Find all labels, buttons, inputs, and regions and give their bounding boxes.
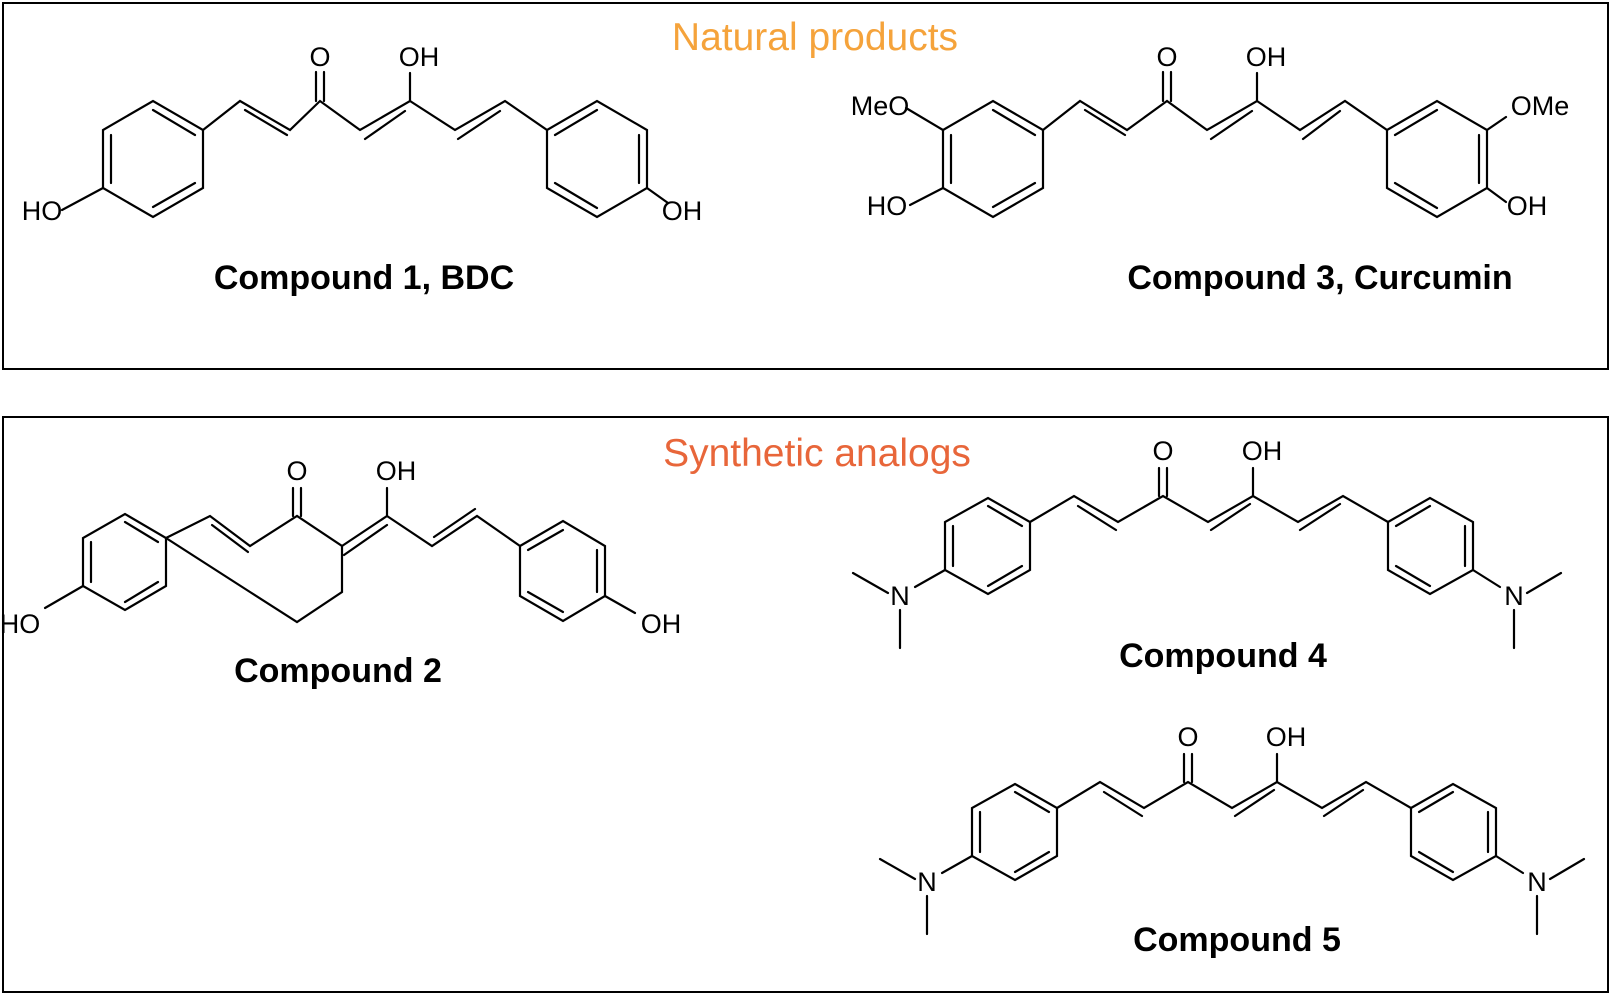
compound-2-carbonyl-o: O bbox=[286, 456, 307, 486]
compound-5-name: Compound 5 bbox=[1133, 921, 1341, 959]
synthetic-analogs-title: Synthetic analogs bbox=[663, 432, 971, 475]
compound-3-structure bbox=[904, 70, 1508, 219]
compound-3-right-oh: OH bbox=[1507, 191, 1548, 221]
natural-products-title: Natural products bbox=[672, 16, 958, 59]
compound-1-structure bbox=[60, 70, 670, 219]
compound-5-right-n: N bbox=[1527, 867, 1547, 897]
compound-3-left-meo: MeO bbox=[851, 91, 910, 121]
compound-4-carbonyl-o: O bbox=[1152, 436, 1173, 466]
compound-2-enol-oh: OH bbox=[376, 456, 417, 486]
compound-5-left-n: N bbox=[917, 867, 937, 897]
compound-1-name: Compound 1, BDC bbox=[214, 259, 514, 297]
compound-1-left-ho: HO bbox=[22, 196, 63, 226]
compound-3-right-ome: OMe bbox=[1511, 91, 1570, 121]
compound-3-left-ho: HO bbox=[867, 191, 908, 221]
compound-4-right-n: N bbox=[1504, 581, 1524, 611]
compound-4-left-n: N bbox=[890, 581, 910, 611]
natural-products-panel bbox=[2, 2, 1609, 370]
compound-5-carbonyl-o: O bbox=[1177, 722, 1198, 752]
compound-2-right-oh: OH bbox=[641, 609, 682, 639]
compound-2-left-ho: HO bbox=[0, 609, 40, 639]
compound-4-enol-oh: OH bbox=[1242, 436, 1283, 466]
compound-5-structure bbox=[878, 752, 1586, 936]
compound-1-carbonyl-o: O bbox=[309, 42, 330, 72]
compound-3-name: Compound 3, Curcumin bbox=[1127, 259, 1512, 297]
compound-1-enol-oh: OH bbox=[399, 42, 440, 72]
compound-1-right-oh: OH bbox=[662, 196, 703, 226]
compound-2-structure bbox=[43, 486, 637, 624]
compound-3-enol-oh: OH bbox=[1246, 42, 1287, 72]
synthetic-analogs-panel bbox=[2, 416, 1609, 993]
compound-4-structure bbox=[851, 466, 1563, 650]
compound-3-carbonyl-o: O bbox=[1156, 42, 1177, 72]
compound-2-name: Compound 2 bbox=[234, 652, 442, 690]
compound-5-enol-oh: OH bbox=[1266, 722, 1307, 752]
compound-4-name: Compound 4 bbox=[1119, 637, 1327, 675]
